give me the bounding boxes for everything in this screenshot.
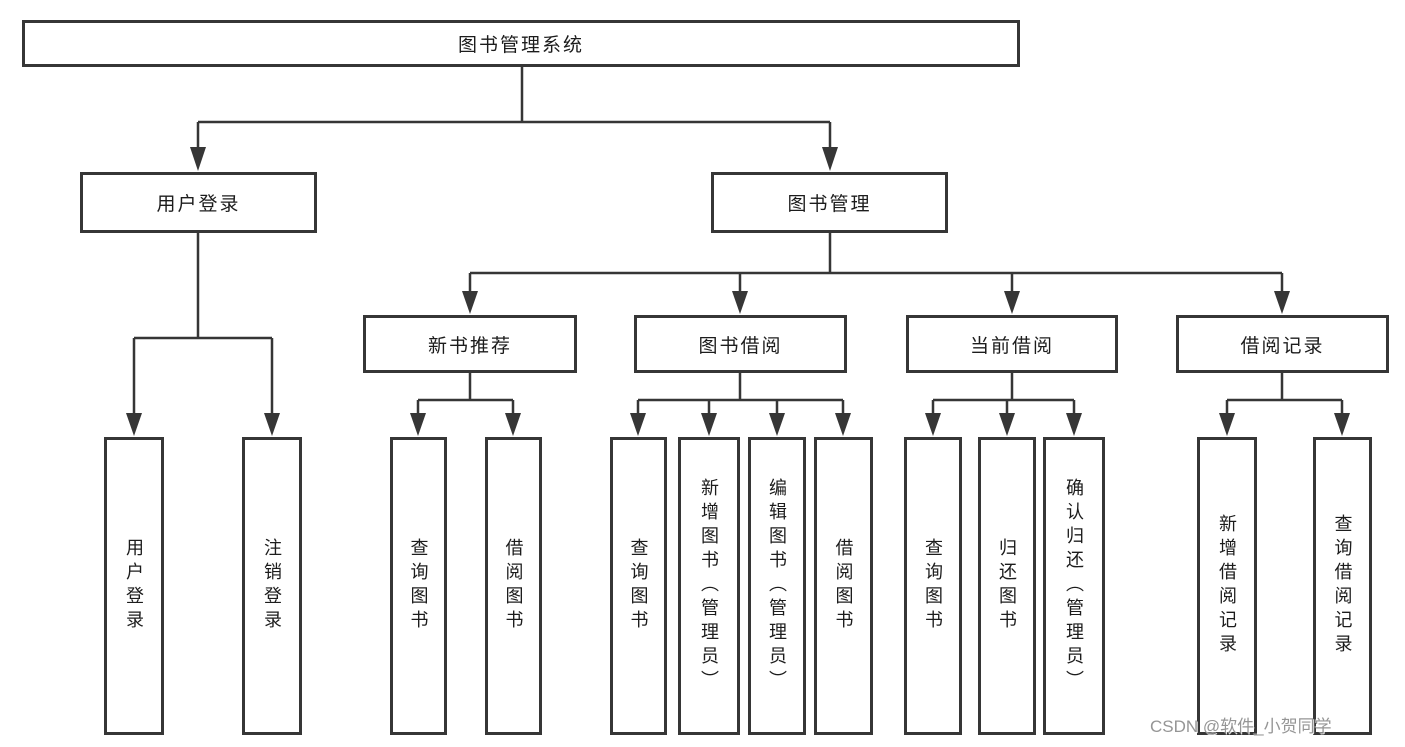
node-label: 用户登录: [156, 194, 241, 215]
node-label: 编辑图书（管理员）: [767, 478, 787, 694]
leaf-return-book: 归还图书: [978, 437, 1036, 735]
node-label: 借阅图书: [503, 538, 524, 634]
leaf-borrow-book: 借阅图书: [814, 437, 873, 735]
csdn-watermark: CSDN @软件_小贺同学: [1150, 717, 1332, 736]
node-label: 新书推荐: [427, 335, 512, 357]
node-label: 查询图书: [408, 538, 429, 634]
leaf-logout: 注销登录: [242, 437, 302, 735]
node-label: 借阅记录: [1240, 335, 1325, 357]
leaf-query-book-borrow: 查询图书: [610, 437, 667, 735]
node-label: 查询图书: [923, 538, 943, 634]
node-label: 借阅图书: [833, 538, 854, 634]
node-label: 当前借阅: [969, 335, 1054, 357]
node-label: 图书管理: [787, 194, 872, 215]
node-label: 查询图书: [628, 538, 649, 634]
arrowheads: [126, 147, 1350, 436]
tree-edges: [132, 67, 1344, 416]
leaf-edit-book-admin: 编辑图书（管理员）: [748, 437, 806, 735]
node-current-borrow: 当前借阅: [906, 315, 1118, 373]
node-label: 用户登录: [124, 538, 144, 634]
node-borrow-record: 借阅记录: [1176, 315, 1389, 373]
node-label: 新增图书（管理员）: [699, 478, 719, 694]
leaf-user-login: 用户登录: [104, 437, 164, 735]
node-user-login: 用户登录: [80, 172, 317, 233]
leaf-add-book-admin: 新增图书（管理员）: [678, 437, 740, 735]
node-label: 注销登录: [262, 538, 282, 634]
node-book-borrow: 图书借阅: [634, 315, 847, 373]
leaf-query-book-current: 查询图书: [904, 437, 962, 735]
leaf-add-borrow-record: 新增借阅记录: [1197, 437, 1257, 735]
node-label: 新增借阅记录: [1217, 514, 1237, 658]
node-label: 查询借阅记录: [1332, 514, 1353, 658]
leaf-confirm-return-admin: 确认归还（管理员）: [1043, 437, 1105, 735]
node-book-management: 图书管理: [711, 172, 948, 233]
node-label: 确认归还（管理员）: [1064, 478, 1084, 694]
leaf-query-borrow-record: 查询借阅记录: [1313, 437, 1372, 735]
node-label: 归还图书: [997, 538, 1017, 634]
leaf-query-book-recommend: 查询图书: [390, 437, 447, 735]
node-label: 图书借阅: [698, 335, 783, 357]
leaf-borrow-book-recommend: 借阅图书: [485, 437, 542, 735]
node-root: 图书管理系统: [22, 20, 1020, 67]
node-label: 图书管理系统: [457, 35, 584, 56]
node-new-book-recommend: 新书推荐: [363, 315, 577, 373]
